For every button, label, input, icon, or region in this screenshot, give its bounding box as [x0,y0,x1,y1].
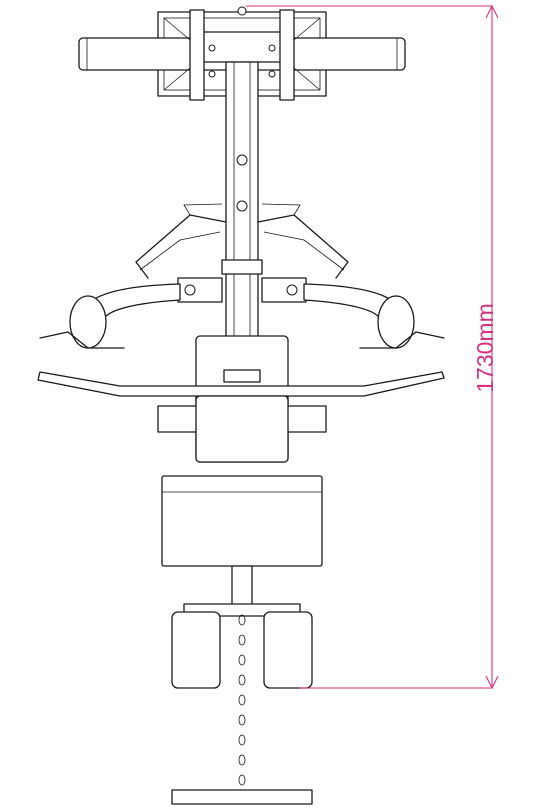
chain [238,614,246,786]
leg-extension [171,565,313,689]
pivot-brackets [177,277,307,303]
top-frame-assembly [78,6,406,101]
pulley-arms [135,203,349,279]
dimension-label: 1730mm [472,303,498,392]
foot-base [171,789,313,805]
seat [157,395,327,567]
press-arm-handles [39,283,445,349]
lateral-bar [37,371,445,397]
main-column [225,61,259,373]
height-dimension: 1730mm [246,4,499,690]
